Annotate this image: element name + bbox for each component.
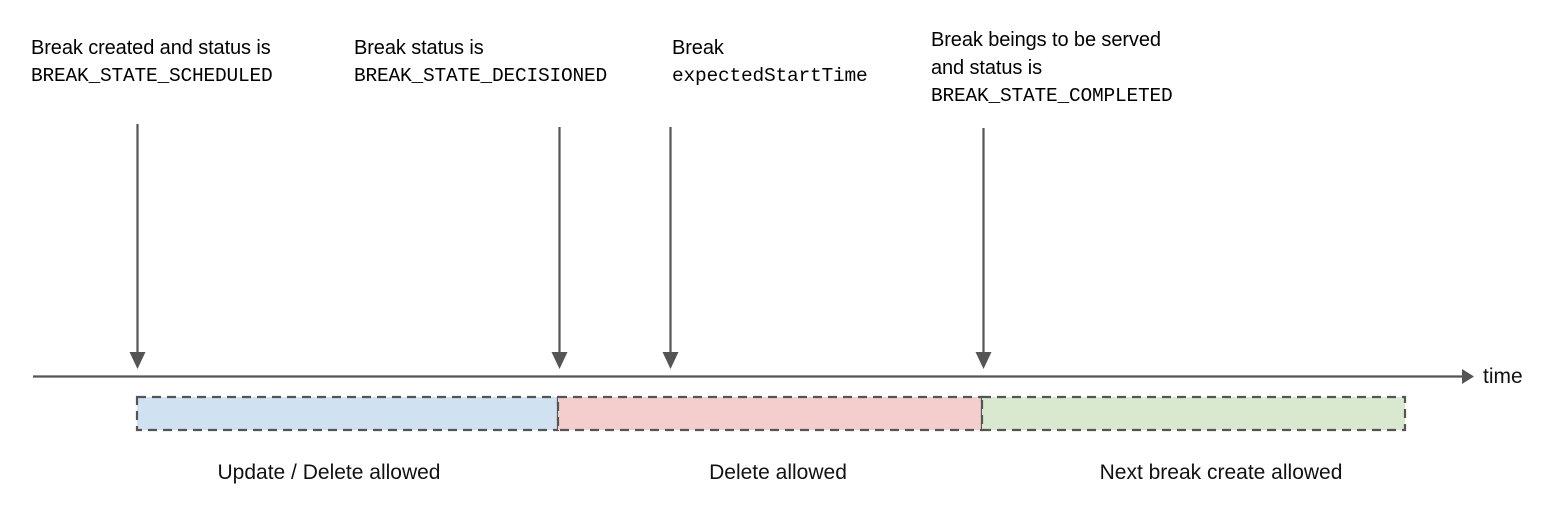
annotation-line: Break created and status is [31,37,271,59]
callout-arrow-completed [975,128,992,369]
segment-caption-scheduled: Update / Delete allowed [217,461,441,484]
annotation-break-created-scheduled: Break created and status is BREAK_STATE_… [31,34,273,90]
completed-segment [980,395,1407,432]
decisioned-segment [556,395,984,432]
time-axis-arrowhead [1462,369,1474,384]
annotation-line: BREAK_STATE_COMPLETED [931,85,1173,107]
annotation-line: Break beings to be served [931,29,1161,51]
annotation-line: BREAK_STATE_DECISIONED [354,65,608,87]
callout-arrow-decisioned [551,127,568,369]
time-axis [33,369,1474,384]
annotation-line: BREAK_STATE_SCHEDULED [31,65,273,87]
callout-arrow-expected-start-time [662,127,679,369]
annotation-line: Break [672,37,724,59]
annotation-break-served-completed: Break beings to be served and status is … [931,26,1173,110]
scheduled-segment [135,395,560,432]
annotation-break-expected-start-time: Break expectedStartTime [672,34,868,90]
time-axis-label: time [1483,365,1523,388]
callout-arrow-scheduled [129,124,146,369]
segment-caption-decisioned: Delete allowed [709,461,847,484]
segment-caption-completed: Next break create allowed [1099,461,1343,484]
annotation-line: and status is [931,57,1042,79]
annotation-line: expectedStartTime [672,65,868,87]
annotation-break-decisioned: Break status is BREAK_STATE_DECISIONED [354,34,607,90]
annotation-line: Break status is [354,37,484,59]
